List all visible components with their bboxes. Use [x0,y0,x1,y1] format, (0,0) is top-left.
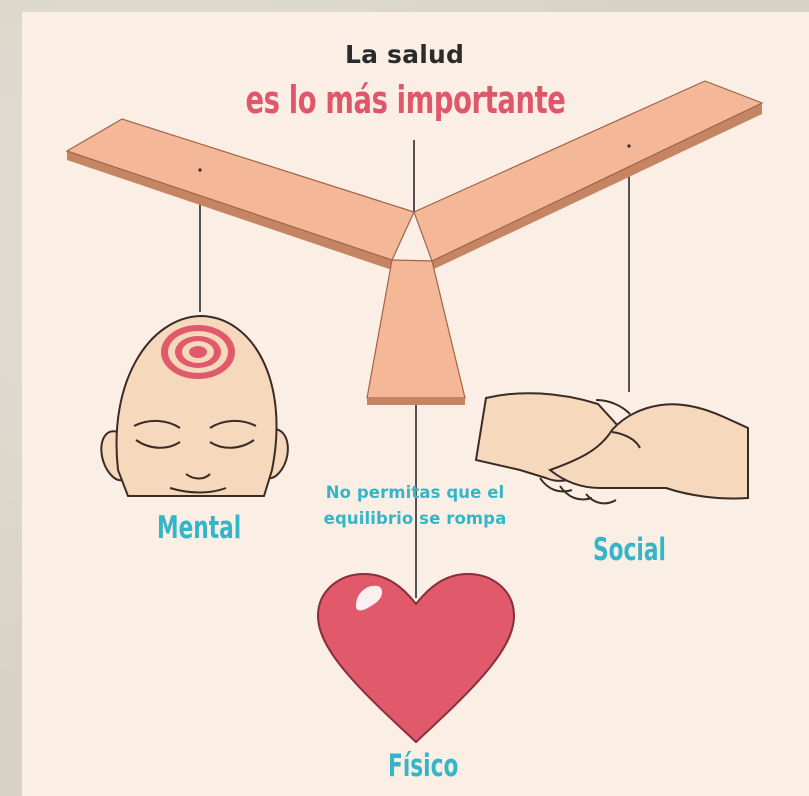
head-icon [100,314,289,497]
balance-note: No permitas que el equilibrio se rompa [323,483,507,528]
handshake-icon [474,392,749,505]
label-mental: Mental [157,510,242,546]
title-line1: La salud [344,40,465,69]
target-icon [161,325,235,379]
title-line2: es lo más importante [245,78,566,122]
heart-icon [316,572,516,744]
label-social: Social [593,532,666,568]
mobile-frame [65,80,764,405]
label-fisico: Físico [388,748,459,784]
